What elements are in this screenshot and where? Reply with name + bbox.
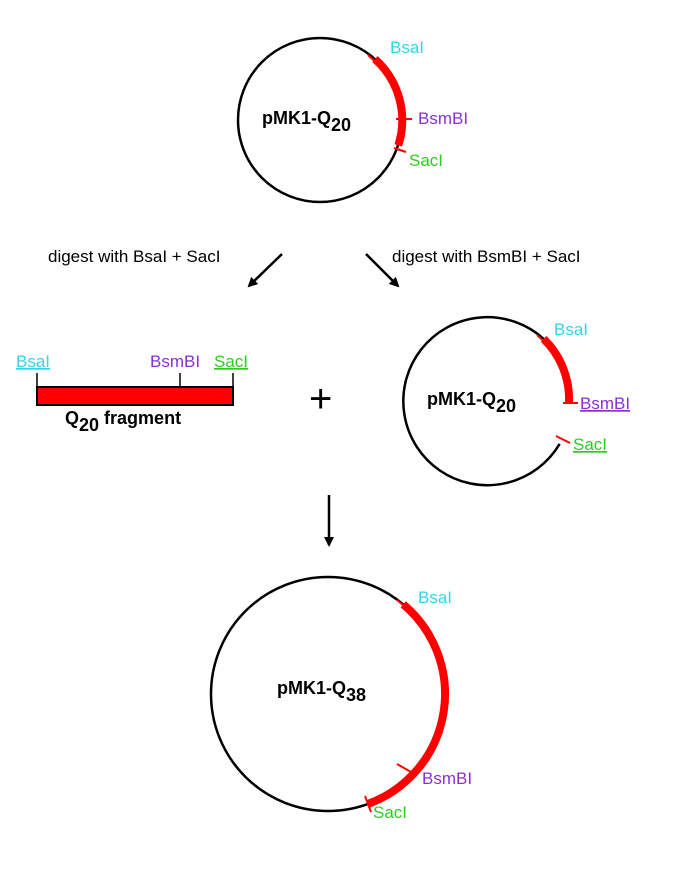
top-plasmid-saci-label: SacI (409, 151, 443, 170)
bottom-plasmid-name: pMK1-Q38 (277, 678, 366, 705)
top-plasmid: pMK1-Q20 BsaI BsmBI SacI (236, 36, 468, 204)
right-plasmid-bsai-label: BsaI (554, 320, 588, 339)
right-plasmid-backbone (402, 315, 561, 487)
fragment-name: Q20 fragment (65, 408, 181, 435)
digest-steps: digest with BsaI + SacI digest with BsmB… (48, 247, 581, 288)
digest-right-text: digest with BsmBI + SacI (392, 247, 581, 266)
fragment-bsai-label: BsaI (16, 352, 50, 371)
right-plasmid-insert-arc (540, 336, 574, 403)
bottom-plasmid-bsai-tick (396, 599, 410, 611)
bottom-plasmid-bsmbi-tick (396, 763, 412, 773)
bottom-plasmid-bsai-label: BsaI (418, 588, 452, 607)
plus-sign: + (309, 377, 332, 421)
right-plasmid: pMK1-Q20 BsaI BsmBI SacI (402, 315, 630, 487)
bottom-plasmid-bsmbi-label: BsmBI (422, 769, 472, 788)
fragment-saci-label: SacI (214, 352, 248, 371)
top-plasmid-bsai-tick (367, 54, 381, 67)
bottom-plasmid-saci-tick (364, 795, 372, 813)
bottom-plasmid-insert-arc (366, 601, 449, 808)
right-plasmid-saci-tick (555, 435, 571, 444)
right-plasmid-bsmbi-label: BsmBI (580, 394, 630, 413)
q20-fragment: BsaI BsmBI SacI Q20 fragment (16, 352, 248, 435)
top-plasmid-bsmbi-label: BsmBI (418, 109, 468, 128)
fragment-bsmbi-label: BsmBI (150, 352, 200, 371)
bottom-plasmid-saci-label: SacI (373, 803, 407, 822)
top-plasmid-insert-arc (372, 56, 407, 147)
right-plasmid-saci-label: SacI (573, 435, 607, 454)
bottom-plasmid: pMK1-Q38 BsaI BsmBI SacI (209, 575, 472, 822)
top-plasmid-name: pMK1-Q20 (262, 108, 351, 135)
right-plasmid-name: pMK1-Q20 (427, 389, 516, 416)
right-plasmid-bsai-tick (536, 334, 550, 347)
digest-left-arrow (247, 253, 283, 288)
digest-left-text: digest with BsaI + SacI (48, 247, 220, 266)
top-plasmid-bsai-label: BsaI (390, 38, 424, 57)
digest-right-arrow (365, 253, 400, 288)
fragment-bar (36, 386, 234, 406)
top-plasmid-saci-tick (393, 147, 407, 153)
